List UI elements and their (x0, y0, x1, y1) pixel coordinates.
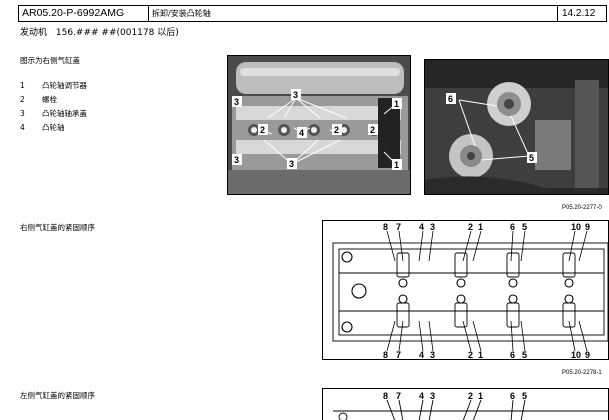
sequence-number: 8 (383, 350, 388, 360)
engine-model: 156.### ##(001178 以后) (55, 28, 179, 38)
sequence-number: 5 (522, 391, 527, 401)
cylinder-head-illustration: 1 1 2 2 2 3 3 3 3 4 (228, 56, 410, 194)
sequence-number: 7 (396, 350, 401, 360)
cylinder-head-line-drawing: 8 7 4 3 2 1 6 5 (333, 391, 608, 420)
sequence-number: 8 (383, 391, 388, 401)
callout-label: 3 (234, 97, 239, 107)
sequence-number: 5 (522, 350, 527, 360)
header-divider (148, 6, 149, 21)
callout-label: 2 (260, 125, 265, 135)
sequence-number: 2 (468, 222, 473, 232)
sequence-number: 7 (396, 222, 401, 232)
sequence-number: 1 (478, 391, 483, 401)
callout-label: 5 (529, 153, 534, 163)
sequence-number: 6 (510, 222, 515, 232)
callout-label: 3 (293, 90, 298, 100)
sequence-number: 8 (383, 222, 388, 232)
engine-label: 发动机 (20, 28, 48, 38)
sequence-number: 3 (430, 350, 435, 360)
doc-code: AR05.20-P-6992AMG (22, 7, 125, 19)
section1-caption: 图示为右侧气缸盖 (20, 56, 80, 65)
sequence-number: 1 (478, 350, 483, 360)
callout-label: 6 (448, 94, 453, 104)
sequence-number: 4 (419, 391, 424, 401)
callout-label: 3 (289, 159, 294, 169)
sequence-number: 4 (419, 222, 424, 232)
sequence-number: 5 (522, 222, 527, 232)
sequence-number: 7 (396, 391, 401, 401)
section2-caption: 右侧气缸盖的紧固顺序 (20, 223, 95, 232)
section3-caption: 左侧气缸盖的紧固顺序 (20, 391, 95, 400)
sequence-number: 3 (430, 391, 435, 401)
sequence-number: 1 (478, 222, 483, 232)
sequence-number: 10 (571, 222, 581, 232)
callout-label: 2 (334, 125, 339, 135)
sequence-number: 9 (585, 222, 590, 232)
sequence-number: 3 (430, 222, 435, 232)
callout-label: 2 (370, 125, 375, 135)
sequence-number: 2 (468, 391, 473, 401)
doc-title: 拆卸/安装凸轮轴 (152, 9, 211, 18)
tightening-sequence-diagram-left: 8 7 4 3 2 1 6 5 (322, 388, 609, 420)
doc-date: 14.2.12 (562, 8, 596, 19)
callout-label: 1 (394, 160, 399, 170)
sequence-number: 9 (585, 350, 590, 360)
camshaft-adjuster-photo: 5 6 (424, 59, 609, 195)
camshaft-adjuster-illustration: 5 6 (425, 60, 608, 194)
sequence-number: 10 (571, 350, 581, 360)
sequence-number: 4 (419, 350, 424, 360)
sequence-number: 2 (468, 350, 473, 360)
callout-label: 1 (394, 99, 399, 109)
figure-reference: P05.20-2278-1 (562, 370, 602, 376)
figure-reference: P05.20-2277-0 (562, 205, 602, 211)
sequence-number: 6 (510, 391, 515, 401)
sequence-number: 6 (510, 350, 515, 360)
callout-label: 3 (234, 155, 239, 165)
cylinder-head-line-drawing: 8 7 4 3 2 1 6 5 10 9 8 7 4 3 2 1 6 5 10 … (332, 222, 608, 360)
document-header: AR05.20-P-6992AMG 拆卸/安装凸轮轴 14.2.12 (18, 5, 607, 22)
engine-line: 发动机 156.### ##(001178 以后) (20, 25, 185, 38)
cylinder-head-photo: 1 1 2 2 2 3 3 3 3 4 (227, 55, 411, 195)
tightening-sequence-diagram-right: 8 7 4 3 2 1 6 5 10 9 8 7 4 3 2 1 6 5 10 … (322, 220, 609, 360)
header-divider (557, 6, 558, 21)
callout-label: 4 (299, 128, 304, 138)
